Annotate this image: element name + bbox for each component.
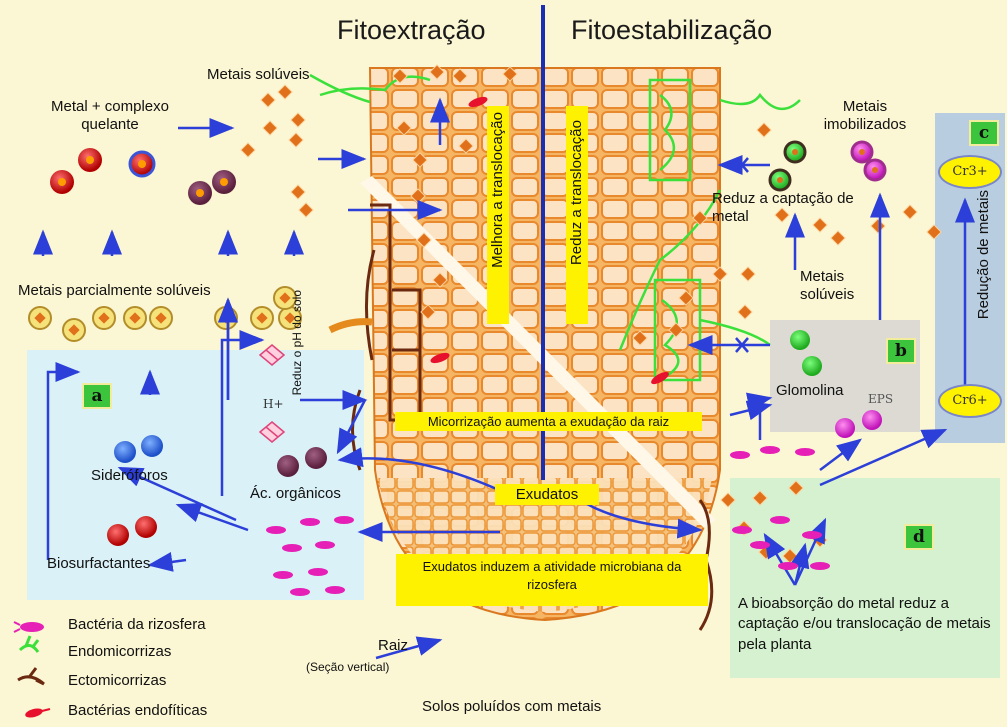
blocked-arrow-marks	[736, 158, 748, 352]
legend-endophytic-bacteria: Bactérias endofíticas	[68, 702, 207, 720]
rhizosphere-bacterium	[266, 526, 286, 534]
metal-diamond	[753, 491, 767, 505]
label-improves-translocation: Melhora a translocação	[489, 112, 506, 268]
rhizosphere-bacterium	[273, 571, 293, 579]
panel-tag-a: a	[82, 383, 112, 409]
legend-rhizosphere-bacteria: Bactéria da rizosfera	[68, 616, 206, 634]
metal-diamond	[783, 549, 797, 563]
label-organic-acids: Ác. orgânicos	[250, 485, 341, 503]
legend-icons	[14, 622, 50, 719]
biosurfactant-balls	[107, 516, 157, 546]
label-box-reduces-translocation: Reduz a translocação	[566, 106, 588, 324]
rhizosphere-bacterium	[810, 562, 830, 570]
label-biosurfactants: Biosurfactantes	[47, 555, 150, 573]
panel-tag-c: c	[969, 120, 999, 146]
metal-diamond	[721, 493, 735, 507]
immobilized-metal-balls	[770, 142, 885, 190]
metal-diamond	[261, 93, 275, 107]
label-soluble-metals-right: Metais solúveis	[800, 268, 880, 304]
legend-endomycorrhiza: Endomicorrizas	[68, 643, 171, 661]
title-phytoextraction: Fitoextração	[337, 14, 486, 46]
siderophore-balls	[114, 435, 163, 463]
label-glomalin: Glomolina	[776, 382, 844, 400]
rhizosphere-bacterium	[778, 562, 798, 570]
label-exudates-induce: Exudatos induzem a atividade microbiana …	[396, 554, 708, 606]
rhizosphere-bacterium	[308, 568, 328, 576]
metal-diamond	[278, 85, 292, 99]
label-metal-chelating-complex: Metal + complexo quelante	[40, 98, 180, 134]
rhizosphere-bacterium	[325, 586, 345, 594]
metal-diamond	[291, 113, 305, 127]
rhizosphere-bacterium	[795, 448, 815, 456]
rhizosphere-bacterium	[315, 541, 335, 549]
label-reduce-uptake: Reduz a captação de metal	[712, 190, 862, 226]
label-root: Raiz	[378, 637, 408, 655]
metal-diamond	[241, 143, 255, 157]
label-immobilized-metals: Metais imobilizados	[800, 98, 930, 134]
metal-diamond	[831, 231, 845, 245]
glomalin-balls	[790, 330, 822, 376]
root-hair	[330, 322, 372, 330]
eps-balls	[835, 410, 882, 438]
metal-diamond	[903, 205, 917, 219]
label-reduces-translocation: Reduz a translocação	[568, 120, 585, 265]
legend-ectomycorrhiza: Ectomicorrizas	[68, 672, 166, 690]
proton-blocks	[260, 345, 284, 442]
metal-diamond	[927, 225, 941, 239]
rhizosphere-bacterium	[760, 446, 780, 454]
title-phytostabilization: Fitoestabilização	[571, 14, 772, 46]
label-metal-reduction: Redução de metais	[975, 190, 992, 319]
label-reduce-soil-ph: Reduz o pH do solo	[290, 290, 304, 395]
organic-acid-balls	[277, 447, 327, 477]
chromium-3-ellipse: Cr3+	[938, 155, 1002, 189]
metal-diamond	[291, 185, 305, 199]
rhizosphere-bacterium	[750, 541, 770, 549]
label-proton: H+	[263, 397, 284, 411]
label-soluble-metals-left: Metais solúveis	[207, 66, 310, 84]
rhizosphere-bacterium	[770, 516, 790, 524]
label-siderophores: Sideróforos	[91, 467, 168, 485]
label-bioabsorption: A bioabsorção do metal reduz a captação …	[738, 594, 1003, 655]
metal-diamond	[757, 123, 771, 137]
label-polluted-soils: Solos poluídos com metais	[422, 698, 601, 716]
metal-complex-balls	[50, 148, 236, 205]
label-vertical-section: (Seção vertical)	[306, 660, 389, 674]
metal-diamond	[289, 133, 303, 147]
metal-diamond	[789, 481, 803, 495]
rhizosphere-bacterium	[732, 526, 752, 534]
rhizosphere-bacterium	[300, 518, 320, 526]
rhizosphere-bacterium	[802, 531, 822, 539]
panel-tag-b: b	[886, 338, 916, 364]
rhizosphere-bacterium	[730, 451, 750, 459]
label-mycorrhization: Micorrização aumenta a exudação da raiz	[395, 412, 702, 431]
label-eps: EPS	[868, 392, 893, 406]
metal-diamond	[263, 121, 277, 135]
chromium-6-ellipse: Cr6+	[938, 384, 1002, 418]
rhizosphere-bacterium	[290, 588, 310, 596]
metal-diamond	[871, 219, 885, 233]
panel-tag-d: d	[904, 524, 934, 550]
metal-diamond	[741, 267, 755, 281]
label-box-improves-translocation: Melhora a translocação	[487, 106, 509, 324]
metal-diamond	[738, 305, 752, 319]
label-exudates: Exudatos	[495, 484, 599, 505]
metal-diamond	[299, 203, 313, 217]
rhizosphere-bacterium	[334, 516, 354, 524]
rhizosphere-bacterium	[282, 544, 302, 552]
label-partially-soluble-metals: Metais parcialmente solúveis	[18, 282, 211, 300]
